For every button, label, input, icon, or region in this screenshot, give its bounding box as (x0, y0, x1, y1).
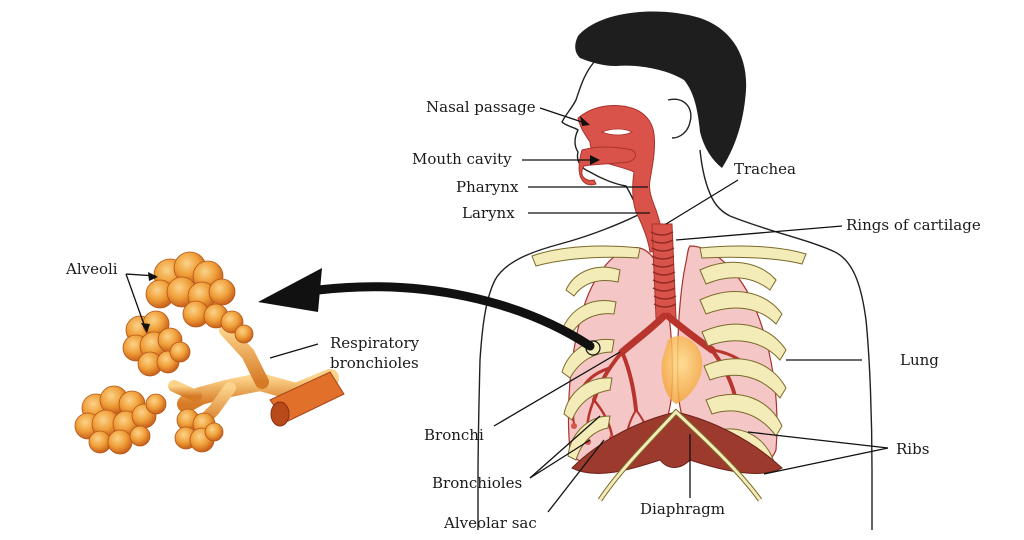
label-rings-of-cartilage: Rings of cartilage (846, 216, 981, 234)
bronchial-tree (572, 312, 752, 445)
leader-bronchioles-b (529, 439, 591, 479)
ribs (561, 261, 787, 469)
leader-trachea (665, 179, 739, 225)
label-alveolar-sac: Alveolar sac (444, 514, 537, 532)
label-mouth-cavity: Mouth cavity (412, 150, 512, 168)
clavicles (531, 245, 807, 267)
label-respiratory-line1: Respiratory (330, 334, 420, 352)
label-alveoli: Alveoli (66, 260, 118, 278)
leader-bronchi (493, 351, 621, 427)
leader-bronchioles-a (529, 415, 601, 479)
upper-airway (577, 105, 665, 253)
leader-nasal (539, 107, 589, 125)
label-pharynx: Pharynx (456, 178, 519, 196)
leader-resp-bronchioles (269, 343, 319, 359)
alveoli-cluster (74, 251, 345, 455)
leader-lines (125, 107, 889, 513)
label-bronchi: Bronchi (424, 426, 484, 444)
label-bronchioles: Bronchioles (432, 474, 523, 492)
leader-alveolar-sac (547, 439, 605, 513)
leader-alveoli-b (125, 273, 147, 331)
magnify-arrow (258, 268, 601, 356)
leader-arrowheads (141, 116, 600, 333)
label-nasal-passage: Nasal passage (426, 98, 536, 116)
trachea (650, 223, 677, 319)
label-ribs: Ribs (896, 440, 930, 458)
label-respiratory-line2: bronchioles (330, 354, 419, 372)
leader-ribs-b (763, 447, 889, 475)
label-diaphragm: Diaphragm (640, 500, 725, 518)
label-trachea: Trachea (734, 160, 796, 178)
label-lung: Lung (900, 351, 939, 369)
body-outline (477, 57, 873, 530)
hair (575, 11, 747, 168)
leader-rings (675, 225, 843, 241)
leader-ribs-a (747, 431, 889, 449)
label-larynx: Larynx (462, 204, 515, 222)
